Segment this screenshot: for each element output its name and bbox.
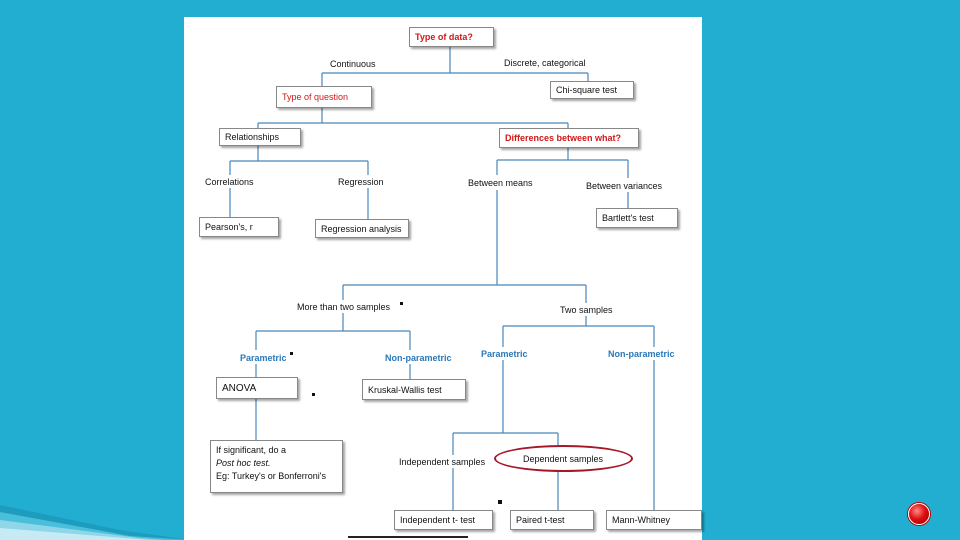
regression-analysis-box: Regression analysis	[315, 219, 409, 238]
nonparametric-right-label: Non-parametric	[608, 349, 675, 359]
parametric-right-label: Parametric	[481, 349, 528, 359]
type-of-question-box: Type of question	[276, 86, 372, 108]
between-means-label: Between means	[468, 178, 533, 188]
continuous-label: Continuous	[330, 59, 376, 69]
type-of-data-box: Type of data?	[409, 27, 494, 47]
regression-analysis-label: Regression analysis	[321, 223, 402, 234]
type-of-question-label: Type of question	[282, 92, 349, 102]
differences-label: Differences between what?	[505, 133, 622, 143]
between-variances-label: Between variances	[586, 181, 663, 191]
dot-marker	[400, 302, 403, 305]
parametric-left-label: Parametric	[240, 353, 287, 363]
paired-t-box: Paired t-test	[510, 510, 594, 530]
correlations-label: Correlations	[205, 177, 254, 187]
pearsons-label: Pearson's, r	[205, 222, 253, 232]
red-circle-button-icon[interactable]	[908, 503, 930, 525]
anova-label: ANOVA	[222, 382, 257, 394]
mann-whitney-label: Mann-Whitney	[612, 515, 671, 525]
independent-t-label: Independent t- test	[400, 515, 476, 525]
independent-samples-label: Independent samples	[399, 457, 486, 467]
dependent-samples-label: Dependent samples	[523, 454, 604, 464]
kruskal-label: Kruskal-Wallis test	[368, 384, 442, 395]
kruskal-box: Kruskal-Wallis test	[362, 379, 466, 400]
bartletts-label: Bartlett's test	[602, 213, 654, 223]
relationships-label: Relationships	[225, 132, 280, 142]
mann-whitney-box: Mann-Whitney	[606, 510, 702, 530]
highlight-ellipse	[494, 445, 633, 472]
bartletts-box: Bartlett's test	[596, 208, 678, 228]
anova-box: ANOVA	[216, 377, 298, 399]
type-of-data-label: Type of data?	[415, 32, 473, 42]
dot-marker	[290, 352, 293, 355]
dot-marker	[498, 500, 502, 504]
posthoc-box: If significant, do a Post hoc test. Eg: …	[210, 440, 343, 493]
bottom-rule	[348, 536, 468, 538]
relationships-box: Relationships	[219, 128, 301, 146]
dot-marker	[312, 393, 315, 396]
posthoc-line-1: If significant, do a	[216, 445, 287, 455]
independent-t-box: Independent t- test	[394, 510, 493, 530]
two-samples-label: Two samples	[560, 305, 613, 315]
differences-box: Differences between what?	[499, 128, 639, 148]
discrete-label: Discrete, categorical	[504, 58, 586, 68]
more-than-two-label: More than two samples	[297, 302, 391, 312]
posthoc-line-3: Eg: Turkey's or Bonferroni's	[216, 471, 326, 481]
chi-square-label: Chi-square test	[556, 85, 618, 95]
posthoc-line-2: Post hoc test.	[216, 458, 271, 468]
pearsons-box: Pearson's, r	[199, 217, 279, 237]
paired-t-label: Paired t-test	[516, 515, 565, 525]
decorative-stripes	[0, 505, 190, 540]
nonparametric-left-label: Non-parametric	[385, 353, 452, 363]
chi-square-box: Chi-square test	[550, 81, 634, 99]
regression-label: Regression	[338, 177, 384, 187]
